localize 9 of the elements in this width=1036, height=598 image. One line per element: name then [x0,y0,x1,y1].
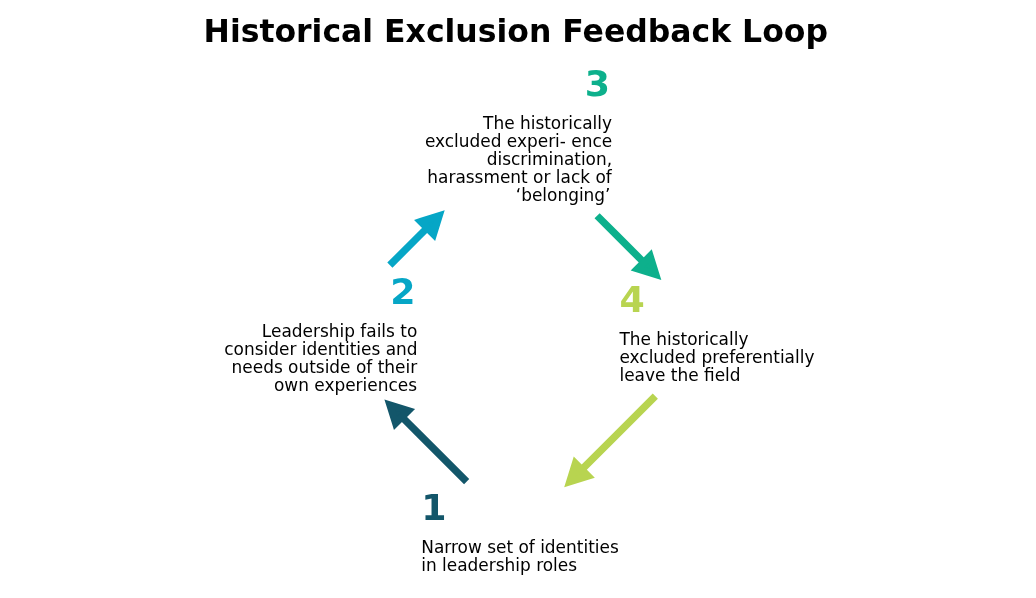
arrow [594,213,661,280]
arrow [563,393,658,488]
node-text: 3 The historically excluded experi- ence discrimination, harassment or lack of ‘belonging’ [424,61,612,206]
node-text: 4 The historically excluded preferentially leave the field [618,278,814,386]
arrow [386,210,445,268]
arrow [383,399,469,485]
node-text: 2 Leadership fails to consider identities and needs outside of their own experiences [223,269,418,396]
node-text: 1 Narrow set of identities in leadership roles [420,485,619,576]
diagram-title: Historical Exclusion Feedback Loop [203,13,828,50]
